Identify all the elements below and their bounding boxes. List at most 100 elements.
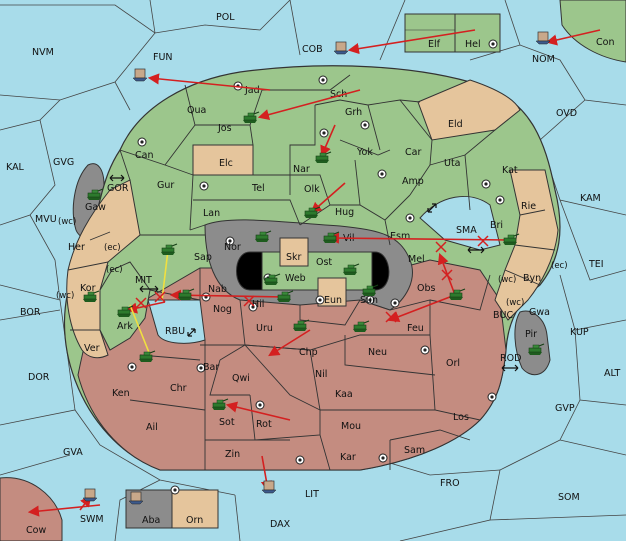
east-coast-tan [494,169,559,321]
label-nog: Nog [213,304,232,315]
svg-text:(wc): (wc) [56,291,74,301]
label-tel: Tel [251,183,265,194]
label-orl: Orl [446,358,460,369]
label-con: Con [596,37,614,48]
label-kat: Kat [502,165,518,176]
coast-tags: (wc) (ec) (ec) (wc) (wc) (ec) (wc) [56,217,568,308]
label-obs: Obs [417,283,436,294]
failed-marks [135,235,489,323]
label-sap: Sap [194,252,212,263]
label-nor: Nor [224,242,241,253]
svg-text:GVA: GVA [63,447,83,458]
label-chp: Chp [299,347,318,358]
label-yok: Yok [356,147,373,158]
svg-text:BOR: BOR [20,307,41,318]
svg-text:OVD: OVD [556,108,577,119]
label-jad: Jad [244,85,260,96]
label-ken: Ken [112,388,130,399]
label-elf: Elf [428,39,441,50]
svg-text:BUC: BUC [493,310,513,321]
svg-text:MVU: MVU [35,214,57,225]
label-bri: Bri [490,220,503,231]
label-jos: Jos [217,123,232,134]
label-gaw: Gaw [85,202,106,213]
region-ark[interactable] [99,261,151,351]
svg-text:FRO: FRO [440,478,460,489]
svg-text:MIT: MIT [135,275,152,286]
label-sot: Sot [219,417,235,428]
label-sam: Sam [404,445,425,456]
label-eun: Eun [324,295,342,306]
region-pir[interactable] [514,310,551,376]
label-pir: Pir [525,329,537,340]
svg-text:(ec): (ec) [106,265,123,275]
svg-text:POL: POL [216,12,235,23]
label-sun: Sun [360,295,378,306]
label-sch: Sch [330,89,347,100]
label-hil: Hil [252,299,264,310]
region-labels: Elf Hel Con Jad Sch Qua Jos Grh Eld Can … [26,37,614,536]
label-neu: Neu [368,347,387,358]
svg-text:SMA: SMA [456,225,477,236]
label-zin: Zin [225,449,240,460]
label-ark: Ark [117,321,133,332]
label-car: Car [405,147,421,158]
svg-text:GVG: GVG [53,157,74,168]
svg-text:ALT: ALT [604,368,620,379]
svg-text:(ec): (ec) [551,261,568,271]
label-rie: Rie [521,201,536,212]
label-ver: Ver [84,343,100,354]
svg-text:GOR: GOR [107,183,129,194]
label-elc: Elc [219,158,233,169]
svg-text:GVP: GVP [555,403,575,414]
label-hug: Hug [335,207,354,218]
label-kaa: Kaa [335,389,353,400]
label-mou: Mou [341,421,361,432]
label-kor: Kor [80,283,96,294]
label-cow: Cow [26,525,46,536]
label-amp: Amp [402,176,424,187]
svg-text:KUP: KUP [570,327,589,338]
label-kar: Kar [340,452,356,463]
svg-text:ROD: ROD [500,353,521,364]
label-feu: Feu [407,323,424,334]
svg-text:DAX: DAX [270,519,291,530]
label-bar: Bar [203,362,219,373]
label-chr: Chr [170,383,187,394]
svg-text:LIT: LIT [305,489,319,500]
label-eld: Eld [448,119,463,130]
svg-text:KAM: KAM [580,193,601,204]
label-can: Can [135,150,153,161]
canal-arrows [109,174,519,372]
support-lines [129,249,169,356]
label-qua: Qua [187,105,206,116]
label-gur: Gur [157,180,174,191]
sea-labels: POL NVM FUN COB NOM OVD KAL GVG GOR MVU … [6,12,620,530]
svg-text:NOM: NOM [532,54,555,65]
region-skr[interactable] [279,237,309,267]
label-uru: Uru [256,323,273,334]
svg-text:KAL: KAL [6,162,25,173]
label-rot: Rot [256,419,272,430]
label-mel: Mel [408,254,425,265]
label-gwa: Gwa [529,307,550,318]
svg-text:(wc): (wc) [58,217,76,227]
label-orn: Orn [186,515,203,526]
svg-text:NVM: NVM [32,47,54,58]
region-eld[interactable] [417,79,521,141]
label-ost: Ost [316,257,332,268]
svg-text:SOM: SOM [558,492,580,503]
svg-text:FUN: FUN [153,52,173,63]
label-qwi: Qwi [232,373,250,384]
svg-text:(ec): (ec) [104,243,121,253]
label-ail: Ail [146,422,158,433]
svg-text:(wc): (wc) [498,275,516,285]
label-nab: Nab [208,284,227,295]
label-lan: Lan [203,208,220,219]
label-nil: Nil [315,369,327,380]
region-elc[interactable] [192,144,254,176]
label-byn: Byn [523,273,541,284]
label-hel: Hel [465,39,481,50]
